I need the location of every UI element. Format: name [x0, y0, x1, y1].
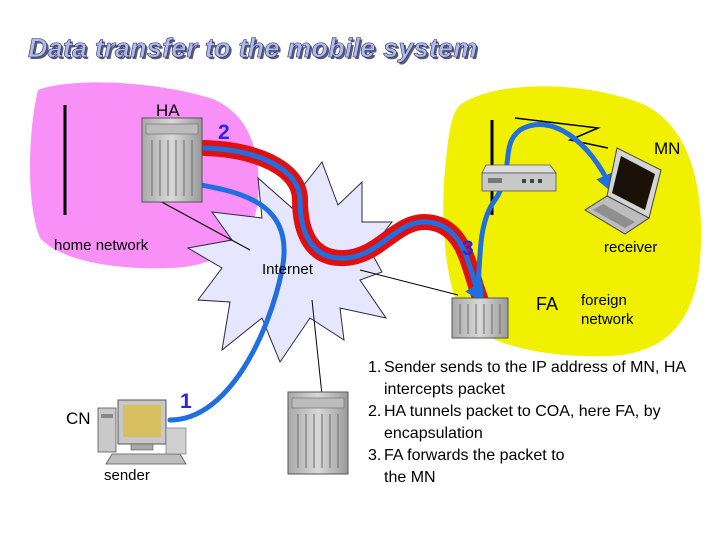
step-text: Sender sends to the IP address of MN, HA… — [384, 359, 686, 398]
label-receiver: receiver — [604, 239, 658, 256]
router-icon — [481, 164, 557, 192]
router-icon — [287, 391, 349, 475]
step-text: FA forwards the packet to the MN — [384, 447, 565, 486]
label-mn: MN — [654, 139, 681, 158]
step-marker-1: 1 — [180, 390, 192, 413]
step-number: 2. — [368, 403, 382, 420]
step-item: 2. HA tunnels packet to COA, here FA, by… — [368, 401, 714, 445]
router-icon — [451, 297, 509, 339]
label-cn: CN — [66, 409, 91, 428]
step-item: 1. Sender sends to the IP address of MN,… — [368, 357, 714, 401]
packet-path-tunnel — [202, 145, 485, 304]
laptop-icon — [584, 147, 662, 235]
step-text: HA tunnels packet to COA, here FA, by en… — [384, 403, 661, 442]
step-list: 1. Sender sends to the IP address of MN,… — [368, 357, 714, 489]
page-title: Data transfer to the mobile system Data … — [28, 33, 480, 65]
router-icon — [141, 117, 203, 203]
step-number: 1. — [368, 359, 382, 376]
step-marker-2: 2 — [218, 121, 230, 144]
step-number: 3. — [368, 447, 382, 464]
label-foreign-network-line2: network — [581, 311, 634, 328]
step-marker-3: 3 — [462, 237, 474, 260]
label-internet: Internet — [262, 261, 313, 278]
label-foreign-network-line1: foreign — [581, 292, 627, 309]
packet-path-mn — [475, 122, 615, 293]
title-text: Data transfer to the mobile system — [28, 33, 478, 64]
label-fa: FA — [536, 294, 559, 314]
desktop-computer-icon — [97, 399, 187, 465]
internet-cloud — [186, 160, 394, 364]
network-lines — [63, 105, 609, 396]
label-ha: HA — [156, 101, 180, 120]
title-shadow: Data transfer to the mobile system — [30, 35, 480, 65]
label-home-network: home network — [54, 237, 149, 254]
step-item: 3. FA forwards the packet to the MN — [368, 445, 714, 489]
label-sender: sender — [104, 467, 150, 484]
